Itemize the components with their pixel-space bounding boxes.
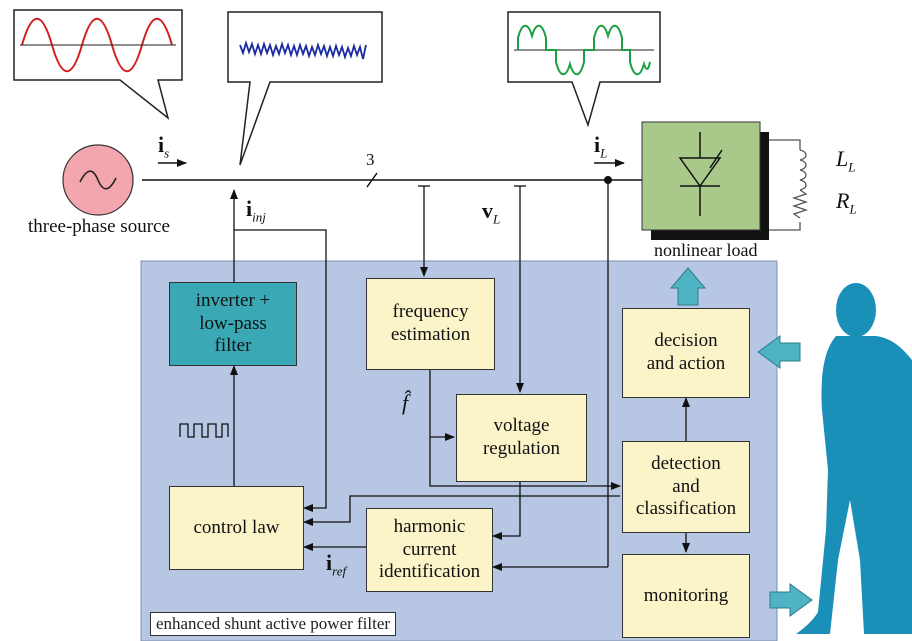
iref-sub: ref — [332, 563, 347, 579]
L-sub: L — [848, 159, 856, 175]
injected-current-symbol: iinj — [246, 196, 266, 225]
iL-sub: L — [600, 145, 608, 161]
frequency-line-1: frequency — [392, 301, 469, 323]
inductance-symbol: LL — [836, 146, 855, 175]
waveform-callout-load — [507, 11, 661, 128]
harmonic-line-2: current — [402, 538, 457, 560]
load-current-symbol: iL — [594, 132, 607, 161]
nonlinear-load — [641, 121, 769, 240]
monitoring-label: monitoring — [643, 584, 729, 606]
inverter-line-2: low-pass — [199, 312, 267, 334]
monitoring-block: monitoring — [622, 554, 750, 638]
inverter-line-1: inverter + — [195, 289, 271, 311]
decision-line-2: and action — [646, 353, 726, 374]
L-main: L — [836, 146, 849, 171]
main-power-line — [142, 172, 642, 188]
reference-current-symbol: iref — [326, 550, 346, 579]
voltage-line-1: voltage — [493, 415, 550, 437]
decision-line-1: decision — [654, 330, 718, 352]
vL-sub: L — [493, 211, 501, 227]
action-arrows — [669, 267, 813, 617]
iref-main: i — [326, 550, 333, 575]
frequency-line-2: estimation — [390, 324, 471, 345]
phase-count-label: 3 — [366, 150, 375, 169]
load-voltage-symbol: vL — [482, 198, 500, 227]
control-law-block: control law — [169, 486, 304, 570]
harmonic-line-1: harmonic — [393, 515, 466, 537]
detection-line-3: classification — [635, 498, 737, 520]
filter-caption: enhanced shunt active power filter — [150, 612, 396, 636]
harmonic-line-3: identification — [378, 561, 481, 583]
load-current-wave — [517, 24, 651, 76]
injected-current-wave — [239, 40, 367, 60]
iinj-sub: inj — [252, 209, 266, 225]
load-label: nonlinear load — [654, 240, 758, 260]
detection-line-2: and — [672, 475, 700, 497]
inverter-line-3: filter — [214, 335, 252, 357]
iL-junction-dot — [604, 176, 612, 184]
iinj-main: i — [246, 196, 253, 221]
vL-main: v — [482, 198, 493, 223]
voltage-line-2: regulation — [482, 438, 561, 459]
waveform-callout-injected — [227, 11, 383, 166]
is-main: i — [158, 132, 165, 157]
source-voltage-wave — [21, 17, 173, 73]
detection-line-1: detection — [651, 452, 721, 474]
R-sub: L — [849, 201, 857, 217]
pwm-pulse-icon — [179, 423, 229, 438]
R-main: R — [836, 188, 850, 213]
frequency-estimate-symbol: f̂ — [402, 390, 409, 415]
source-symbol — [62, 144, 134, 216]
iL-main: i — [594, 132, 601, 157]
resistance-symbol: RL — [836, 188, 857, 217]
waveform-callout-source — [13, 9, 183, 120]
person-silhouette — [796, 283, 912, 634]
rl-load — [769, 139, 809, 231]
is-sub: s — [164, 145, 170, 161]
source-current-symbol: is — [158, 132, 169, 161]
signal-wires — [230, 180, 690, 571]
source-label: three-phase source — [28, 216, 170, 237]
control-law-label: control law — [193, 516, 280, 538]
